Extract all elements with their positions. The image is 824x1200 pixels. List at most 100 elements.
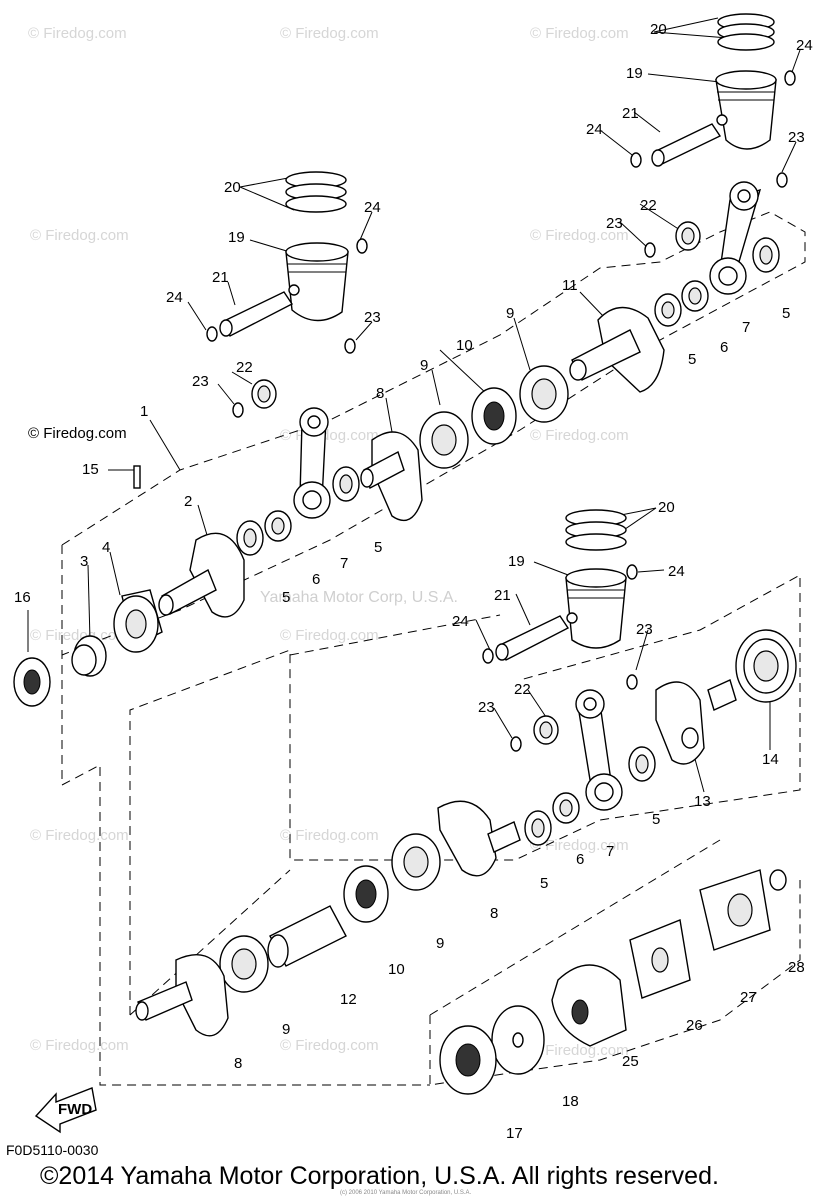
ring-3 bbox=[71, 635, 107, 677]
watermark: © Firedog.com bbox=[30, 827, 129, 844]
piston-pin-middle bbox=[495, 615, 570, 661]
callout-label: 20 bbox=[224, 179, 241, 196]
bearing-22 bbox=[675, 221, 701, 251]
callout-label: 19 bbox=[508, 553, 525, 570]
callout-label: 22 bbox=[236, 359, 253, 376]
callout-label: 5 bbox=[652, 811, 660, 828]
bearing-5 bbox=[654, 293, 682, 327]
bearing-5 bbox=[628, 746, 656, 782]
conrod-upper-left bbox=[293, 407, 331, 519]
watermark: © Firedog.com bbox=[530, 227, 629, 244]
washer-18 bbox=[491, 1005, 545, 1075]
crank-half-2 bbox=[158, 532, 245, 618]
callout-labels: 20 24 19 21 24 23 22 23 11 5 7 6 5 9 10 … bbox=[14, 21, 813, 1142]
callout-label: 16 bbox=[14, 589, 31, 606]
washer-23 bbox=[776, 172, 788, 188]
washer-23 bbox=[344, 338, 356, 354]
crank-web-11 bbox=[569, 306, 665, 393]
callout-label: 26 bbox=[686, 1017, 703, 1034]
fwd-label: FWD bbox=[58, 1101, 92, 1118]
washer-23 bbox=[510, 736, 522, 752]
bearing-4 bbox=[113, 589, 163, 653]
callout-label: 21 bbox=[212, 269, 229, 286]
callout-label: 23 bbox=[636, 621, 653, 638]
callout-label: 1 bbox=[140, 403, 148, 420]
watermark-layer: © Firedog.com © Firedog.com © Firedog.co… bbox=[28, 25, 629, 1059]
crank-half-8 bbox=[437, 800, 521, 877]
bearing-9 bbox=[419, 411, 469, 469]
callout-label: 13 bbox=[694, 793, 711, 810]
piston-pin-upper-right bbox=[651, 123, 722, 167]
conrod-upper-right bbox=[709, 181, 762, 295]
callout-label: 22 bbox=[640, 197, 657, 214]
callout-label: 11 bbox=[562, 277, 578, 294]
callout-label: 4 bbox=[102, 539, 110, 556]
callout-label: 22 bbox=[514, 681, 531, 698]
callout-label: 9 bbox=[420, 357, 428, 374]
watermark: © Firedog.com bbox=[530, 1042, 629, 1059]
center-watermark: Yamaha Motor Corp, U.S.A. bbox=[260, 589, 458, 606]
callout-label: 23 bbox=[192, 373, 209, 390]
watermark: © Firedog.com bbox=[280, 827, 379, 844]
callout-label: 20 bbox=[658, 499, 675, 516]
callout-label: 23 bbox=[364, 309, 381, 326]
coupling-27 bbox=[699, 869, 771, 951]
callout-label: 14 bbox=[762, 751, 779, 768]
washer-23 bbox=[644, 242, 656, 258]
fwd-arrow-icon: FWD bbox=[34, 1087, 97, 1134]
watermark: © Firedog.com bbox=[530, 837, 629, 854]
coupling-28 bbox=[769, 869, 787, 891]
callout-label: 17 bbox=[506, 1125, 523, 1142]
dashed-outlines bbox=[61, 211, 806, 1086]
watermark: © Firedog.com bbox=[280, 25, 379, 42]
callout-label: 6 bbox=[720, 339, 728, 356]
piston-rings-upper-right bbox=[717, 13, 775, 51]
callout-label: 7 bbox=[606, 843, 614, 860]
small-copyright: (c) 2006 2010 Yamaha Motor Corporation, … bbox=[340, 1190, 472, 1196]
watermark: © Firedog.com bbox=[530, 25, 629, 42]
callout-label: 7 bbox=[340, 555, 348, 572]
clip-24 bbox=[482, 648, 494, 664]
callout-label: 5 bbox=[688, 351, 696, 368]
callout-label: 21 bbox=[494, 587, 511, 604]
callout-label: 3 bbox=[80, 553, 88, 570]
callout-label: 19 bbox=[626, 65, 643, 82]
copyright-notice: ©2014 Yamaha Motor Corporation, U.S.A. A… bbox=[40, 1162, 719, 1190]
callout-label: 9 bbox=[506, 305, 514, 322]
piston-rings-middle bbox=[565, 509, 627, 551]
callout-label: 18 bbox=[562, 1093, 579, 1110]
piston-pin-upper-left bbox=[219, 291, 294, 337]
watermark: © Firedog.com bbox=[280, 1037, 379, 1054]
callout-label: 23 bbox=[788, 129, 805, 146]
callout-label: 8 bbox=[234, 1055, 242, 1072]
clip-24 bbox=[784, 70, 796, 86]
crank-half-8 bbox=[135, 953, 229, 1037]
callout-label: 10 bbox=[388, 961, 405, 978]
bearing-6 bbox=[681, 280, 709, 312]
bearing-6 bbox=[264, 510, 292, 542]
lower-assembly bbox=[135, 800, 787, 1095]
callout-label: 10 bbox=[456, 337, 473, 354]
watermark: © Firedog.com bbox=[30, 227, 129, 244]
callout-label: 24 bbox=[586, 121, 603, 138]
bearing-5 bbox=[752, 237, 780, 273]
upper-assembly bbox=[13, 13, 796, 707]
callout-label: 24 bbox=[668, 563, 685, 580]
oil-seal-16 bbox=[13, 657, 51, 707]
crank-half-8 bbox=[360, 431, 423, 522]
watermark: © Firedog.com bbox=[28, 25, 127, 42]
dowel-15 bbox=[133, 465, 141, 489]
seal-10 bbox=[343, 865, 389, 923]
callout-label: 24 bbox=[796, 37, 813, 54]
watermark: © Firedog.com bbox=[530, 427, 629, 444]
bearing-9 bbox=[391, 833, 441, 891]
gear-14 bbox=[735, 629, 797, 703]
washer-23 bbox=[626, 674, 638, 690]
bearing-22 bbox=[251, 379, 277, 409]
callout-label: 5 bbox=[374, 539, 382, 556]
piston-upper-left bbox=[285, 242, 349, 322]
callout-label: 2 bbox=[184, 493, 192, 510]
callout-label: 8 bbox=[376, 385, 384, 402]
callout-label: 6 bbox=[312, 571, 320, 588]
